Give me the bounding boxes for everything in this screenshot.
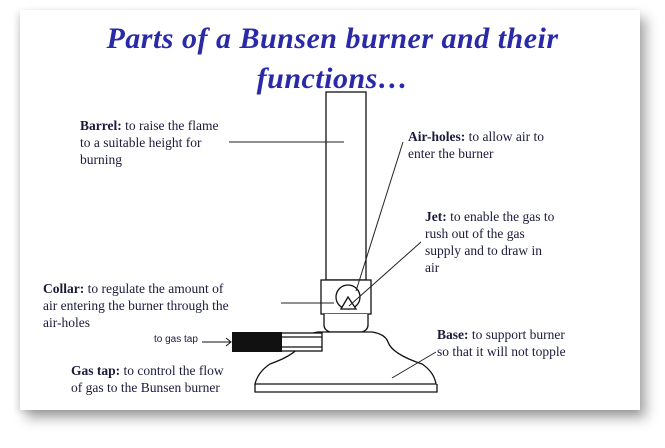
label-jet-line-3: supply and to draw in: [425, 243, 542, 258]
label-collar-name: Collar:: [43, 281, 85, 296]
label-base: Base: to support burner so that it will …: [437, 326, 627, 360]
leader-airholes: [355, 141, 404, 292]
label-jet-line-2: rush out of the gas: [425, 226, 525, 241]
label-barrel-line-1: to raise the flame: [121, 118, 219, 133]
rubber-tube: [232, 332, 282, 352]
label-gastap-line-1: to control the flow: [120, 363, 224, 378]
barrel-tube: [325, 91, 367, 281]
label-jet-line-4: air: [425, 260, 440, 275]
label-barrel-line-2: to a suitable height for: [80, 135, 202, 150]
label-collar-line-3: air-holes: [43, 315, 90, 330]
label-barrel-name: Barrel:: [80, 118, 122, 133]
label-base-name: Base:: [437, 327, 469, 342]
to-gas-tap-label: to gas tap: [154, 334, 198, 345]
label-collar-line-1: to regulate the amount of: [84, 281, 224, 296]
label-jet: Jet: to enable the gas to rush out of th…: [425, 208, 625, 276]
leader-jet: [348, 241, 422, 307]
label-gastap-line-2: of gas to the Bunsen burner: [71, 380, 220, 395]
burner-neck: [323, 314, 369, 333]
label-barrel: Barrel: to raise the flame to a suitable…: [80, 117, 240, 168]
label-jet-name: Jet:: [425, 209, 447, 224]
title-line-1: Parts of a Bunsen burner and their: [106, 22, 559, 55]
label-collar-line-2: air entering the burner through the: [43, 298, 229, 313]
label-gastap-name: Gas tap:: [71, 363, 121, 378]
title-line-2: functions…: [256, 62, 409, 95]
label-base-line-2: so that it will not topple: [437, 344, 566, 359]
gas-inlet-pipe: [279, 332, 323, 352]
label-airholes-name: Air-holes:: [408, 129, 466, 144]
leader-base: [391, 351, 437, 379]
label-airholes-line-2: enter the burner: [408, 146, 494, 161]
label-airholes: Air-holes: to allow air to enter the bur…: [408, 128, 608, 162]
label-airholes-line-1: to allow air to: [465, 129, 544, 144]
label-barrel-line-3: burning: [80, 152, 122, 167]
label-gastap: Gas tap: to control the flow of gas to t…: [71, 362, 271, 396]
label-collar: Collar: to regulate the amount of air en…: [43, 280, 288, 331]
base-rim: [254, 384, 438, 393]
label-jet-line-1: to enable the gas to: [446, 209, 555, 224]
label-base-line-1: to support burner: [468, 327, 565, 342]
